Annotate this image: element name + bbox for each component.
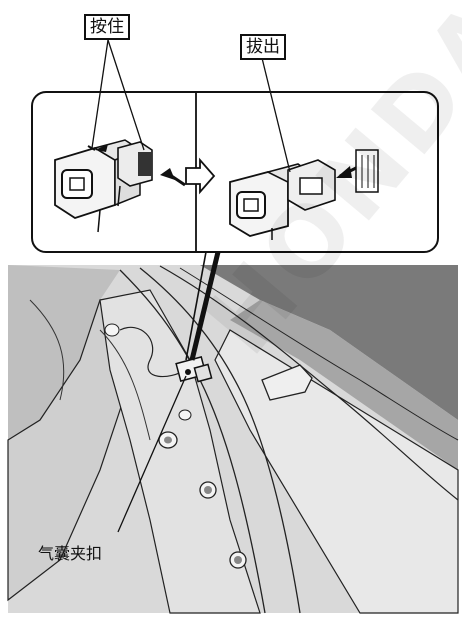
mount-hole-4: [104, 323, 120, 337]
pillar-left-shade: [8, 265, 120, 440]
contour-line-b: [139, 267, 301, 614]
mount-hole-5: [178, 409, 192, 421]
roof-dark-area: [200, 265, 458, 420]
vehicle-pillar-drawing: [7, 265, 459, 614]
connector-in-vehicle: [175, 356, 213, 383]
press-leader-2: [107, 39, 145, 151]
press-label: 按住: [84, 14, 130, 40]
pillar-inner-strip: [99, 289, 261, 614]
detail-pointer-thin: [185, 251, 207, 361]
contour-line-e: [29, 299, 65, 401]
contour-line-d: [179, 267, 459, 441]
contour-line-a: [119, 269, 266, 614]
mount-hole-1-center: [164, 436, 172, 444]
contour-line-f: [99, 329, 151, 441]
detail-pointer: [189, 251, 221, 361]
pullout-leader: [261, 57, 291, 173]
roof-bracket: [261, 364, 313, 401]
roof-edge: [230, 300, 458, 470]
contour-line-c: [159, 265, 459, 501]
press-leader-1: [91, 39, 109, 149]
frame-border: [31, 91, 439, 253]
pull-out-label: 拔出: [240, 34, 286, 60]
step1-connector: [54, 139, 186, 233]
airbag-clip-label: 气囊夹扣: [38, 544, 103, 563]
side-panel: [214, 329, 459, 614]
harness-wire: [119, 326, 186, 378]
step-arrow-icon: [185, 157, 216, 195]
mount-hole-2-center: [204, 486, 212, 494]
mount-hole-3-center: [234, 556, 242, 564]
airbag-clip-leader: [117, 375, 187, 533]
step2-connector: [229, 149, 379, 240]
